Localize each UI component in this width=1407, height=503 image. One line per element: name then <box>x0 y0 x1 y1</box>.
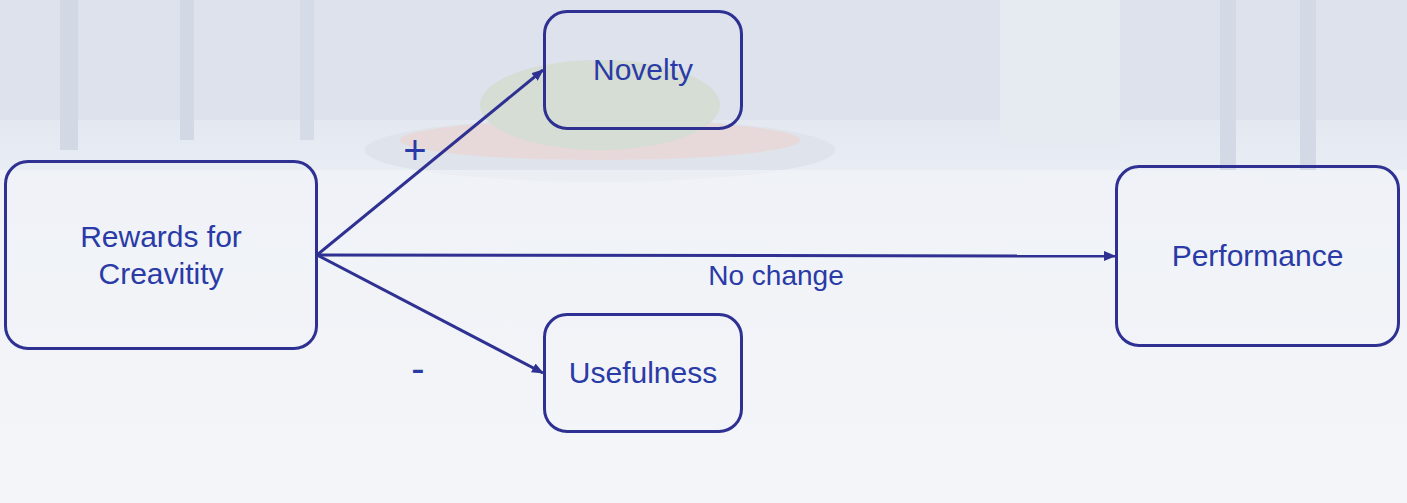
edge-label: + <box>403 128 426 172</box>
outcome-box: Novelty <box>543 10 743 130</box>
edge-label: - <box>411 346 424 390</box>
outcome-box: Usefulness <box>543 313 743 433</box>
result-box: Performance <box>1115 165 1400 347</box>
box-text: Performance <box>1172 237 1344 275</box>
arrow-connector <box>317 70 543 255</box>
box-text: Rewards for Creavitity <box>46 218 276 293</box>
arrow-connector <box>317 255 1115 256</box>
box-text: Novelty <box>593 51 693 89</box>
cause-box: Rewards for Creavitity <box>4 160 318 350</box>
box-text: Usefulness <box>569 354 717 392</box>
arrow-connector <box>317 255 543 373</box>
edge-label: No change <box>708 261 843 292</box>
